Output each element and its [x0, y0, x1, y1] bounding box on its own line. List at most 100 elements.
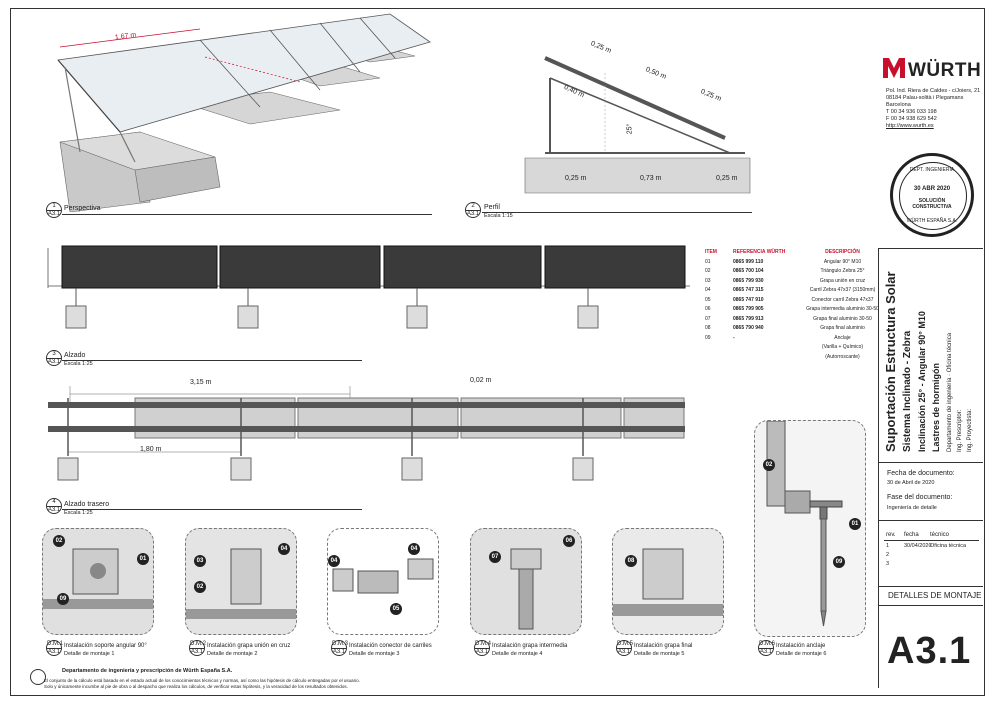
view-title-perspectiva: Perspectiva: [64, 205, 101, 212]
base-dim-left: 0,25 m: [565, 175, 587, 182]
address-line: Barcelona: [886, 102, 911, 108]
rev-tech: Oficina técnica: [930, 543, 967, 549]
callout-badge: 04: [278, 543, 290, 555]
fase-label: Fase del documento:: [887, 494, 953, 501]
title-block-divider: [878, 462, 983, 463]
detail-6-drawing: 02 01 09: [754, 420, 866, 637]
view-title-alzado-trasero: Alzado trasero: [64, 501, 110, 508]
callout-badge: 04: [408, 543, 420, 555]
address-line: F 00 34 938 629 542: [886, 116, 937, 122]
callout-badge: 01: [137, 553, 149, 565]
callout-badge: 01: [849, 518, 861, 530]
stamp-line2: CONSTRUCTIVA: [912, 204, 952, 210]
detail-title-6: Instalación anclaje: [776, 643, 826, 649]
title-block-border: [878, 248, 879, 688]
callout-badge: 06: [563, 535, 575, 547]
detail-4-drawing: 06 07: [470, 528, 582, 635]
callout-badge: 08: [625, 555, 637, 567]
footer-note-2: Solo y únicamente incumbe al pie de obra…: [44, 684, 348, 689]
fecha-value: 30 de Abril de 2020: [887, 480, 935, 486]
detail-sub-5: Detalle de montaje 5: [634, 651, 685, 657]
span-dimension: 3,15 m: [190, 379, 212, 386]
table-row: (Varilla + Químico): [821, 344, 864, 350]
rev-number: 1: [886, 543, 890, 549]
view-scale-alzado-trasero: Escala 1:25: [64, 510, 93, 516]
fase-value: Ingeniería de detalle: [887, 505, 937, 511]
spacing-dimension: 1,80 m: [140, 446, 162, 453]
view-underline: [482, 212, 752, 213]
footer-note-1: El conjunto de la cálculo está basado en…: [44, 678, 360, 683]
title-block-divider: [878, 586, 983, 587]
perspective-drawing: [57, 13, 431, 212]
table-row: 09-Anclaje: [705, 334, 851, 341]
tecnico-header: técnico: [930, 532, 950, 538]
title-block-divider: [878, 605, 983, 606]
base-dim-right: 0,25 m: [716, 175, 738, 182]
panel-row-view: [47, 245, 690, 329]
address-line: T 00 34 936 033 198: [886, 109, 937, 115]
callout-badge: 02: [53, 535, 65, 547]
table-row: (Autorroscante): [825, 353, 860, 360]
detail-sub-2: Detalle de montaje 2: [207, 651, 258, 657]
elevation-view: [48, 386, 685, 481]
view-underline: [62, 360, 362, 361]
title-block-divider: [878, 520, 983, 521]
view-scale-perfil: Escala 1:15: [484, 213, 513, 219]
footer-dept: Departamento de ingeniería y prescripció…: [62, 668, 233, 674]
view-scale-alzado: Escala 1:25: [64, 361, 93, 367]
rev-number: 3: [886, 561, 890, 567]
stamp-date: 30 ABR 2020: [913, 186, 951, 192]
callout-badge: 09: [833, 556, 845, 568]
website-link[interactable]: http://www.wurth.es: [886, 123, 934, 129]
detail-sub-4: Detalle de montaje 4: [492, 651, 543, 657]
profile-drawing: [524, 56, 751, 194]
detail-3-drawing: 04 04 05: [327, 528, 439, 635]
stamp-top-text: DEPT. INGENIERÍA: [909, 167, 955, 173]
detail-sub-1: Detalle de montaje 1: [64, 651, 115, 657]
rev-number: 2: [886, 552, 890, 558]
parts-table-header: ITEM REFERENCIA WÜRTH DESCRIPCIÓN: [705, 249, 860, 255]
fecha-label: Fecha de documento:: [887, 470, 955, 477]
callout-badge: 04: [328, 555, 340, 567]
wurth-logo-icon: [883, 58, 905, 78]
detail-title-4: Instalación grapa intermedia: [492, 643, 568, 649]
base-dim-mid: 0,73 m: [640, 175, 662, 182]
detail-1-drawing: 02 01 09: [42, 528, 154, 635]
view-underline: [62, 214, 432, 215]
profile-angle: 25°: [626, 123, 634, 135]
detail-5-drawing: 08: [612, 528, 724, 635]
project-subtitle-1: Sistema Inclinado - Zebra: [902, 330, 913, 452]
callout-badge: 03: [194, 555, 206, 567]
callout-badge: 09: [57, 593, 69, 605]
engineering-stamp: DEPT. INGENIERÍA 30 ABR 2020 SOLUCIÓN CO…: [890, 153, 974, 237]
callout-badge: 05: [390, 603, 402, 615]
project-subtitle-3: Lastres de hormigón: [931, 362, 941, 452]
drawing-sheet-border: [10, 8, 985, 696]
title-block-divider: [878, 248, 983, 249]
detail-title-3: Instalación conector de carriles: [349, 643, 432, 649]
fecha-header: fecha: [904, 532, 919, 538]
proyectista-label: Ing. Proyectista:: [967, 408, 973, 452]
address-line: 08184 Palau-solità i Plegamans: [886, 95, 964, 101]
brand-name: WÜRTH: [908, 60, 982, 81]
department: Departamento de ingeniería · Oficina téc…: [947, 332, 953, 452]
detail-title-1: Instalación soporte angular 90°: [64, 643, 147, 649]
stamp-bottom-text: WÜRTH ESPAÑA S.A.: [906, 218, 958, 224]
view-title-alzado: Alzado: [64, 352, 86, 359]
address-block: Pol. Ind. Riera de Caldes - c/Joiers, 21…: [886, 88, 980, 130]
